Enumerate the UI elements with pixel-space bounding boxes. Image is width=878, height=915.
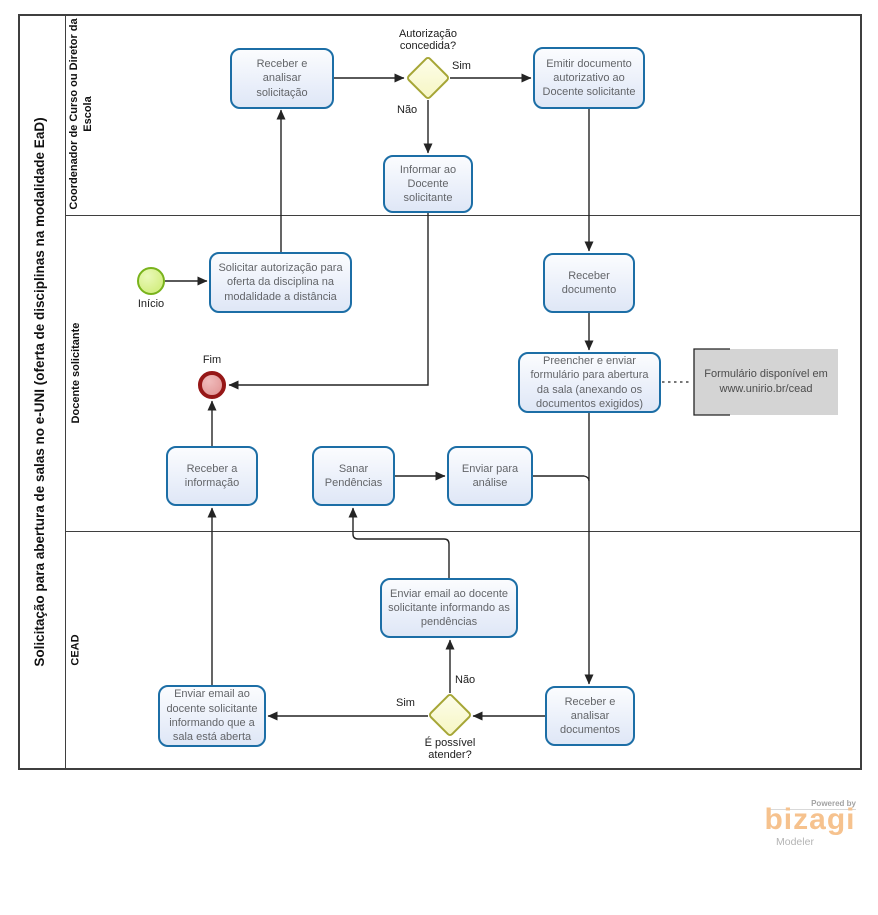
end-event-label: Fim <box>202 354 222 366</box>
start-event-label: Início <box>137 298 165 310</box>
gateway1-yes-label: Sim <box>452 60 471 72</box>
end-event <box>198 371 226 399</box>
lane-label-docente: Docente solicitante <box>70 322 82 424</box>
lane-divider-2 <box>65 531 862 532</box>
gateway1-question-label: Autorização concedida? <box>398 28 458 52</box>
task-sanar-pendencias: Sanar Pendências <box>312 446 395 506</box>
lane-label-cead: CEAD <box>69 634 82 666</box>
bizagi-logo: bizagi <box>764 803 856 836</box>
task-solicitar-autorizacao: Solicitar autorização para oferta da dis… <box>209 252 352 313</box>
powered-by-label: Powered by <box>768 799 856 810</box>
text-annotation-formulario: Formulário disponível em www.unirio.br/c… <box>694 349 838 415</box>
task-preencher-enviar-formulario: Preencher e enviar formulário para abert… <box>518 352 661 413</box>
task-enviar-email-pendencias: Enviar email ao docente solicitante info… <box>380 578 518 638</box>
gateway1-no-label: Não <box>397 104 418 116</box>
task-emitir-documento: Emitir documento autorizativo ao Docente… <box>533 47 645 109</box>
task-enviar-email-sala-aberta: Enviar email ao docente solicitante info… <box>158 685 266 747</box>
gateway2-question-label: É possível atender? <box>424 737 476 761</box>
gateway2-no-label: Não <box>455 674 476 686</box>
gateway2-yes-label: Sim <box>396 697 415 709</box>
pool-header-divider <box>65 14 66 770</box>
task-receber-documento: Receber documento <box>543 253 635 313</box>
pool-border <box>18 14 862 770</box>
pool-title: Solicitação para abertura de salas no e-… <box>32 117 47 667</box>
start-event <box>137 267 165 295</box>
lane-label-coordenador: Coordenador de Curso ou Diretor da Escol… <box>68 18 94 210</box>
task-receber-informacao: Receber a informação <box>166 446 258 506</box>
task-enviar-para-analise: Enviar para análise <box>447 446 533 506</box>
bizagi-modeler-label: Modeler <box>776 836 814 848</box>
lane-divider-1 <box>65 215 862 216</box>
task-receber-analisar-solicitacao: Receber e analisar solicitação <box>230 48 334 109</box>
task-informar-docente: Informar ao Docente solicitante <box>383 155 473 213</box>
task-receber-analisar-documentos: Receber e analisar documentos <box>545 686 635 746</box>
